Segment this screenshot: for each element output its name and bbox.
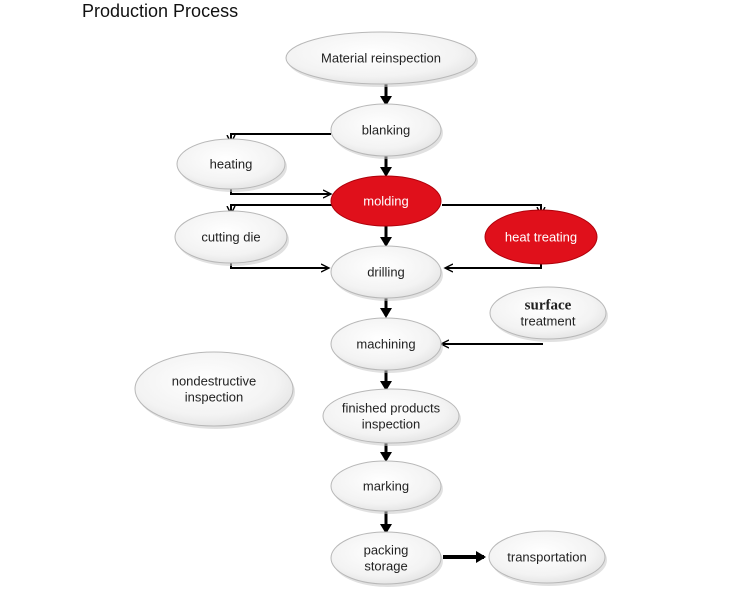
page-title: Production Process	[82, 1, 239, 21]
node-shape	[488, 530, 606, 584]
node-label: cutting die	[201, 230, 260, 245]
node-label: marking	[363, 479, 409, 494]
node-label: inspection	[362, 417, 421, 432]
node-heating: heating	[176, 138, 287, 192]
node-shape	[322, 388, 460, 444]
node-label: inspection	[185, 390, 244, 405]
node-blanking: blanking	[330, 103, 443, 159]
node-shape	[330, 103, 442, 157]
node-label: heat treating	[505, 230, 577, 245]
node-label: blanking	[362, 123, 410, 138]
node-material-reinspection: Material reinspection	[285, 31, 478, 87]
node-label: molding	[363, 194, 409, 209]
node-molding: molding	[330, 175, 442, 227]
node-label: heating	[210, 157, 253, 172]
arrow-molding-cutting-die	[231, 204, 332, 213]
node-shape	[330, 175, 442, 227]
node-label: transportation	[507, 550, 587, 565]
node-shape	[484, 209, 598, 265]
node-label: finished products	[342, 401, 441, 416]
node-shape	[330, 531, 442, 585]
node-shape	[176, 138, 286, 190]
node-shape	[134, 351, 294, 427]
node-shape	[174, 210, 288, 264]
node-transportation: transportation	[488, 530, 607, 586]
node-label: Material reinspection	[321, 51, 441, 66]
node-label: drilling	[367, 265, 405, 280]
node-shape	[330, 460, 442, 512]
node-label: nondestructive	[172, 374, 257, 389]
node-shape	[330, 245, 442, 299]
node-label: packing	[364, 543, 409, 558]
node-label: treatment	[521, 314, 576, 329]
node-label: machining	[356, 337, 415, 352]
node-layer: Material reinspection blanking heating m…	[134, 31, 608, 587]
node-marking: marking	[330, 460, 443, 514]
node-shape	[285, 31, 477, 85]
node-drilling: drilling	[330, 245, 443, 301]
node-shape	[489, 286, 607, 340]
node-heat-treating: heat treating	[484, 209, 598, 265]
node-cutting-die: cutting die	[174, 210, 289, 266]
node-label: storage	[364, 559, 407, 574]
node-machining: machining	[330, 317, 443, 373]
node-label: surface	[525, 298, 572, 314]
node-shape	[330, 317, 442, 371]
